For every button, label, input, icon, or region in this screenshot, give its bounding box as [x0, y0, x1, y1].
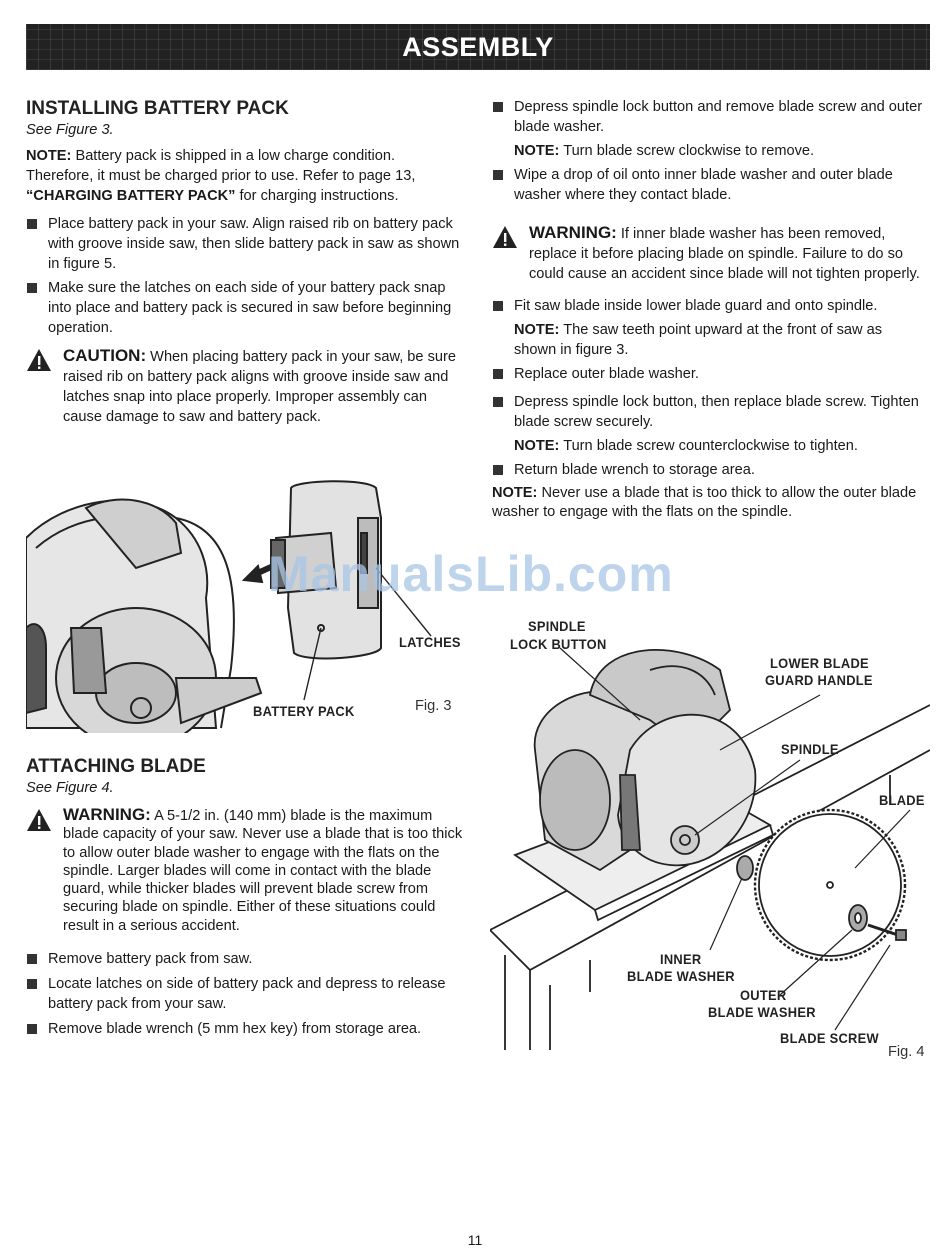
- label-lower-guard-1: LOWER BLADE: [770, 655, 869, 671]
- bullet-depress-spindle-remove: Depress spindle lock button and remove b…: [492, 97, 927, 137]
- figure-4-illustration: [490, 647, 930, 1050]
- label-blade-screw: BLADE SCREW: [780, 1030, 879, 1046]
- label-lower-guard-2: GUARD HANDLE: [765, 672, 873, 688]
- warning-inner-washer: WARNING: If inner blade washer has been …: [492, 223, 927, 284]
- watermark: ManualsLib.com: [268, 546, 674, 602]
- page-number: 11: [467, 1232, 483, 1248]
- bullet-latches: Make sure the latches on each side of yo…: [26, 278, 466, 338]
- label-battery-pack: BATTERY PACK: [253, 703, 355, 719]
- label-spindle-lock-1: SPINDLE: [528, 618, 586, 634]
- label-spindle-lock-2: LOCK BUTTON: [510, 636, 607, 652]
- left-column-top: INSTALLING BATTERY PACK See Figure 3. NO…: [26, 98, 466, 427]
- caution-keyword: CAUTION:: [63, 346, 147, 365]
- note-blade-thickness: NOTE: Never use a blade that is too thic…: [492, 485, 917, 520]
- heading-attaching-blade: ATTACHING BLADE: [26, 756, 206, 777]
- label-spindle: SPINDLE: [781, 741, 839, 757]
- warning-keyword: WARNING:: [63, 805, 151, 824]
- note-counterclockwise: NOTE: Turn blade screw counterclockwise …: [514, 438, 858, 454]
- section-banner: ASSEMBLY: [26, 24, 930, 70]
- bullet-place-battery: Place battery pack in your saw. Align ra…: [26, 214, 466, 274]
- label-outer-2: BLADE WASHER: [708, 1004, 816, 1020]
- bullet-remove-battery: Remove battery pack from saw.: [26, 949, 466, 969]
- see-figure-3: See Figure 3.: [26, 122, 114, 138]
- banner-title: ASSEMBLY: [402, 32, 554, 62]
- label-inner-1: INNER: [660, 951, 702, 967]
- bullet-replace-screw: Depress spindle lock button, then replac…: [492, 392, 927, 432]
- warning-blade-capacity: WARNING: A 5-1/2 in. (140 mm) blade is t…: [26, 805, 466, 935]
- label-latches: LATCHES: [399, 634, 461, 650]
- warning-triangle-icon: [27, 809, 51, 831]
- bullet-return-wrench: Return blade wrench to storage area.: [492, 460, 927, 480]
- bullet-wipe-oil: Wipe a drop of oil onto inner blade wash…: [492, 165, 927, 205]
- note-clockwise: NOTE: Turn blade screw clockwise to remo…: [514, 143, 815, 159]
- bullet-fit-blade: Fit saw blade inside lower blade guard a…: [492, 296, 927, 316]
- note-battery-charge: NOTE: Battery pack is shipped in a low c…: [26, 148, 416, 204]
- warning-triangle-icon: [493, 226, 517, 248]
- label-inner-2: BLADE WASHER: [627, 968, 735, 984]
- bullet-replace-washer: Replace outer blade washer.: [492, 364, 927, 384]
- warning-triangle-icon: [27, 349, 51, 371]
- heading-installing-battery-pack: INSTALLING BATTERY PACK: [26, 98, 289, 119]
- figure-3-illustration: [26, 480, 432, 733]
- left-column-bottom: ATTACHING BLADE See Figure 4. WARNING: A…: [26, 756, 466, 1039]
- warning-text: If inner blade washer has been removed, …: [529, 226, 920, 282]
- bullet-remove-wrench: Remove blade wrench (5 mm hex key) from …: [26, 1019, 466, 1039]
- caution-text: When placing battery pack in your saw, b…: [63, 349, 456, 425]
- caution-block: CAUTION: When placing battery pack in yo…: [26, 346, 466, 427]
- fig3-caption: Fig. 3: [415, 698, 452, 714]
- fig4-caption: Fig. 4: [888, 1044, 925, 1060]
- right-column: Depress spindle lock button and remove b…: [492, 97, 927, 522]
- bullet-locate-latches: Locate latches on side of battery pack a…: [26, 974, 466, 1014]
- warning-keyword: WARNING:: [529, 223, 617, 242]
- label-blade: BLADE: [879, 792, 925, 808]
- warning-text: A 5-1/2 in. (140 mm) blade is the maximu…: [63, 808, 463, 934]
- note-teeth-upward: NOTE: The saw teeth point upward at the …: [514, 322, 883, 358]
- see-figure-4: See Figure 4.: [26, 780, 114, 796]
- label-outer-1: OUTER: [740, 987, 787, 1003]
